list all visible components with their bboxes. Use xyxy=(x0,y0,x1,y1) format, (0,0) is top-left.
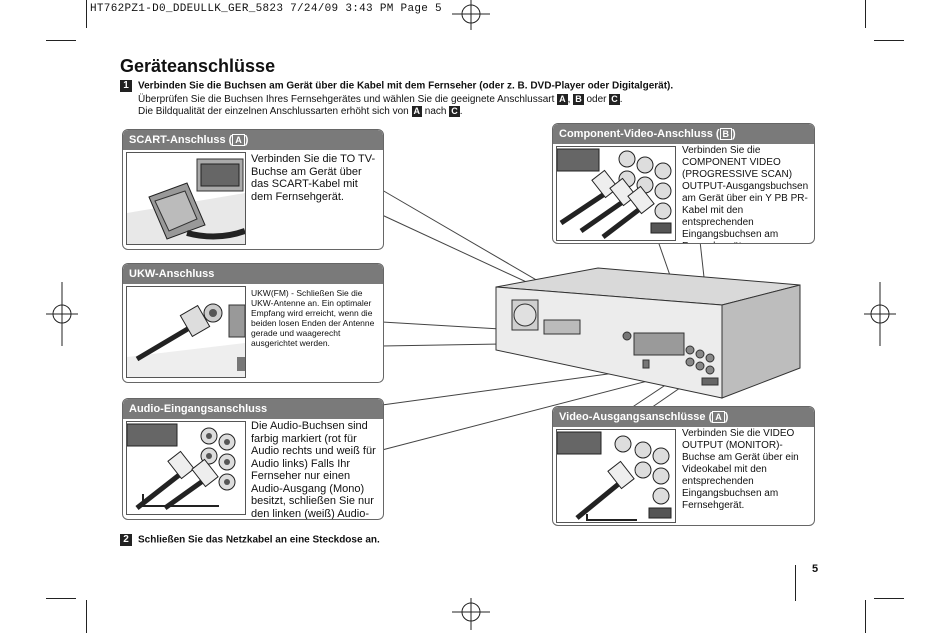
label-c: C xyxy=(609,94,620,105)
step-1-text: Verbinden Sie die Buchsen am Gerät über … xyxy=(138,80,674,92)
page-number: 5 xyxy=(812,563,819,575)
label-a: A xyxy=(712,411,725,423)
video-illustration xyxy=(556,429,676,523)
label-a: A xyxy=(232,134,245,146)
intro-text: , xyxy=(567,94,571,105)
crop-mark xyxy=(865,0,866,28)
scart-panel: SCART-Anschluss (A) Verbinden Sie die TO… xyxy=(122,129,384,250)
video-panel-title: Video-Ausgangsanschlüsse (A) xyxy=(553,407,814,427)
intro-line-1: Überprüfen Sie die Buchsen Ihres Fernseh… xyxy=(138,93,623,106)
scart-description: Verbinden Sie die TO TV-Buchse am Gerät … xyxy=(251,153,376,203)
component-panel-title: Component-Video-Anschluss (B) xyxy=(553,124,814,144)
crop-mark xyxy=(86,600,87,633)
crop-mark xyxy=(46,598,76,599)
crop-mark xyxy=(865,600,866,633)
component-panel: Component-Video-Anschluss (B) Verbinden … xyxy=(552,123,815,244)
scart-illustration xyxy=(126,152,246,245)
step-2: 2 Schließen Sie das Netzkabel an eine Ste… xyxy=(120,534,380,546)
step-2-number: 2 xyxy=(120,534,132,546)
antenna-plug-icon xyxy=(127,287,245,377)
audio-plugs-icon xyxy=(127,422,245,514)
intro-text: oder xyxy=(586,94,607,105)
audio-panel: Audio-Eingangsanschluss Die Audio-Buchse… xyxy=(122,398,384,520)
ukw-illustration xyxy=(126,286,246,378)
dvd-receiver-illustration xyxy=(495,267,801,399)
crop-mark xyxy=(46,40,76,41)
intro-text: Die Bildqualität der einzelnen Anschluss… xyxy=(138,106,409,117)
step-2-text: Schließen Sie das Netzkabel an eine Stec… xyxy=(138,534,380,546)
label-a: A xyxy=(557,94,568,105)
crop-mark xyxy=(874,40,904,41)
print-header: HT762PZ1-D0_DDEULLK_GER_5823 7/24/09 3:4… xyxy=(90,3,442,15)
component-illustration xyxy=(556,146,676,241)
audio-panel-title: Audio-Eingangsanschluss xyxy=(123,399,383,419)
panel-title-text: ) xyxy=(732,128,736,140)
scart-panel-title: SCART-Anschluss (A) xyxy=(123,130,383,150)
panel-title-text: ) xyxy=(724,411,729,423)
ukw-panel: UKW-Anschluss UKW(FM) - Schließen Sie di… xyxy=(122,263,384,383)
panel-title-text: Video-Ausgangsanschlüsse ( xyxy=(559,411,713,423)
component-description: Verbinden Sie die COMPONENT VIDEO (PROGR… xyxy=(682,145,809,243)
ukw-panel-title: UKW-Anschluss xyxy=(123,264,383,284)
intro-text: Überprüfen Sie die Buchsen Ihres Fernseh… xyxy=(138,94,555,105)
step-1-number: 1 xyxy=(120,80,132,92)
crop-mark xyxy=(86,0,87,28)
component-plugs-icon xyxy=(557,147,675,240)
panel-title-text: Component-Video-Anschluss ( xyxy=(559,128,720,140)
label-a: A xyxy=(411,106,422,117)
page-title: Geräteanschlüsse xyxy=(120,56,276,76)
video-panel: Video-Ausgangsanschlüsse (A) Verbinden S… xyxy=(552,406,815,526)
intro-text: . xyxy=(619,94,623,105)
intro-line-2: Die Bildqualität der einzelnen Anschluss… xyxy=(138,105,463,118)
video-plug-icon xyxy=(557,430,675,522)
label-c: C xyxy=(449,106,460,117)
panel-title-text: ) xyxy=(244,134,249,146)
panel-title-text: SCART-Anschluss ( xyxy=(129,134,233,146)
label-b: B xyxy=(573,94,584,105)
ukw-description: UKW(FM) - Schließen Sie die UKW-Antenne … xyxy=(251,288,375,348)
crop-mark xyxy=(874,598,904,599)
label-b: B xyxy=(719,128,733,140)
step-1: 1 Verbinden Sie die Buchsen am Gerät über… xyxy=(120,80,673,92)
audio-description: Die Audio-Buchsen sind farbig markiert (… xyxy=(251,420,376,520)
intro-text: . xyxy=(459,106,463,117)
intro-text: nach xyxy=(424,106,447,117)
scart-plug-icon xyxy=(127,153,245,244)
audio-illustration xyxy=(126,421,246,515)
page-edge-rule xyxy=(795,565,796,601)
video-description: Verbinden Sie die VIDEO OUTPUT (MONITOR)… xyxy=(682,428,799,511)
